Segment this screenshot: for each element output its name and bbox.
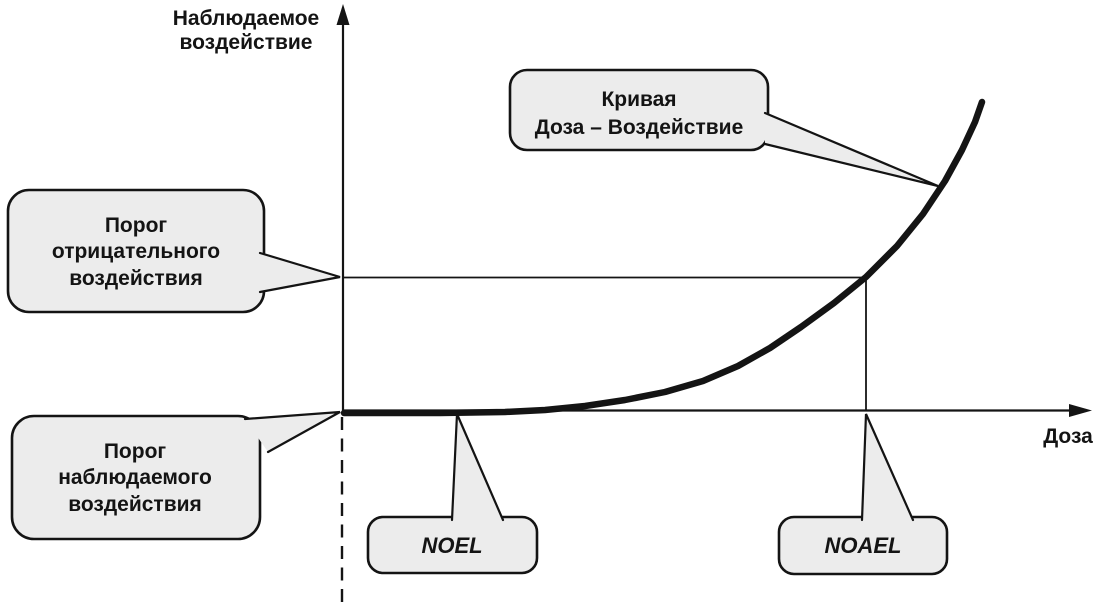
callout-noel-tail bbox=[450, 413, 505, 522]
callout-noel-label: NOEL bbox=[421, 533, 482, 558]
callout-curve: Кривая Доза – Воздействие bbox=[508, 68, 939, 188]
y-axis-label-line1: Наблюдаемое bbox=[173, 7, 319, 30]
callout-adverse-threshold: Порог отрицательного воздействия bbox=[6, 188, 341, 314]
callout-curve-label-line1: Кривая bbox=[601, 88, 676, 111]
callout-adverse-threshold-line1: Порог bbox=[105, 214, 168, 237]
callout-observed-threshold: Порог наблюдаемого воздействия bbox=[10, 410, 341, 541]
callout-adverse-threshold-line3: воздействия bbox=[69, 267, 203, 290]
y-axis-arrowhead bbox=[336, 4, 350, 25]
callout-curve-label-line2: Доза – Воздействие bbox=[535, 116, 744, 139]
y-axis-label-line2: воздействие bbox=[179, 31, 312, 54]
callout-adverse-threshold-tail bbox=[258, 251, 341, 294]
callout-adverse-threshold-box bbox=[6, 188, 266, 314]
callout-noael-tail bbox=[860, 413, 915, 522]
x-axis-arrowhead bbox=[1069, 404, 1092, 417]
x-axis-label: Доза bbox=[1043, 425, 1093, 448]
callout-observed-threshold-line2: наблюдаемого bbox=[58, 466, 212, 489]
callout-noel: NOEL bbox=[366, 413, 539, 575]
callout-observed-threshold-box bbox=[10, 414, 262, 541]
callout-observed-threshold-tail bbox=[243, 410, 341, 454]
callout-observed-threshold-line3: воздействия bbox=[68, 493, 202, 516]
callout-adverse-threshold-line2: отрицательного bbox=[52, 240, 220, 263]
callout-observed-threshold-line1: Порог bbox=[104, 440, 167, 463]
dose-effect-curve bbox=[340, 98, 986, 417]
callout-noael-label: NOAEL bbox=[825, 533, 902, 558]
callout-noael: NOAEL bbox=[777, 413, 949, 576]
callout-curve-box bbox=[508, 68, 770, 152]
callout-curve-tail bbox=[763, 111, 939, 188]
